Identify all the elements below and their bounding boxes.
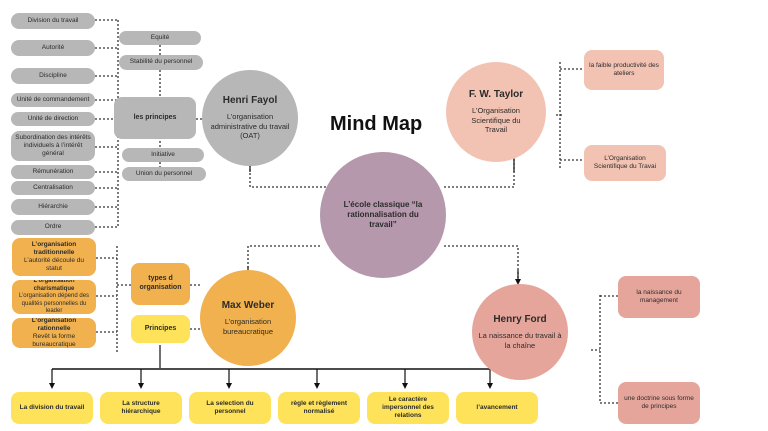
weber-principle-item: Le caractère impersonnel des relations	[367, 392, 449, 424]
fayol-desc: L’organisation administrative du travail…	[210, 112, 290, 141]
weber-name: Max Weber	[221, 300, 275, 312]
ford-item: une doctrine sous forme de principes	[618, 382, 700, 424]
weber-type-title: L’organisation charismatique	[33, 280, 75, 292]
weber-type-item: L’organisation rationnelle Revêt la form…	[12, 318, 96, 348]
fayol-principle-item: Autorité	[11, 40, 95, 56]
fayol-principle-item: Discipline	[11, 68, 95, 84]
fayol-principle-item: Stabilité du personnel	[119, 55, 203, 70]
weber-type-text: L’autorité découle du statut	[24, 257, 84, 273]
fayol-principle-item: Union du personnel	[122, 167, 206, 181]
weber-type-title: L’organisation rationnelle	[31, 318, 77, 332]
weber-type-text: L’organisation dépend des qualités perso…	[18, 293, 90, 314]
weber-principle-item: La division du travail	[11, 392, 93, 424]
fayol-principle-item: Equité	[119, 31, 201, 45]
weber-desc: L’organisation bureaucratique	[222, 317, 274, 336]
weber-principle-item: règle et règlement normalisé	[278, 392, 360, 424]
fayol-principle-item: Ordre	[11, 220, 95, 235]
weber-type-title: L’organisation traditionnelle	[31, 240, 77, 256]
fayol-node: Henri Fayol L’organisation administrativ…	[202, 70, 298, 166]
taylor-node: F. W. Taylor L’Organisation Scientifique…	[446, 62, 546, 162]
fayol-name: Henri Fayol	[222, 95, 278, 107]
mind-map-title: Mind Map	[330, 113, 423, 135]
weber-principle-item: l’avancement	[456, 392, 538, 424]
ford-desc: La naissance du travail à la chaîne	[478, 331, 562, 350]
fayol-principle-item: Unité de direction	[11, 112, 95, 126]
center-node: L’école classique “la rationnalisation d…	[320, 152, 446, 278]
center-text: L’école classique “la rationnalisation d…	[343, 200, 423, 229]
weber-type-item: L’organisation charismatique L’organisat…	[12, 280, 96, 314]
fayol-principle-item: Unité de commandement	[11, 93, 95, 107]
weber-types-label: types d organisation	[131, 263, 190, 305]
fayol-principle-item: Division du travail	[11, 13, 95, 29]
taylor-name: F. W. Taylor	[468, 89, 524, 101]
fayol-principle-item: Subordination des intérêts individuels à…	[11, 131, 95, 161]
weber-principle-item: La selection du personnel	[189, 392, 271, 424]
taylor-item: L’Organisation Scientifique du Travai	[584, 145, 666, 181]
fayol-principle-item: Hiérarchie	[11, 199, 95, 215]
ford-item: la naissance du management	[618, 276, 700, 318]
ford-name: Henry Ford	[493, 314, 547, 326]
weber-type-text: Revêt la forme bureaucratique	[32, 333, 76, 348]
taylor-desc: L’Organisation Scientifique du Travail	[471, 106, 521, 135]
fayol-principle-item: Initiative	[122, 148, 204, 162]
taylor-item: la faible productivité des ateliers	[584, 50, 664, 90]
fayol-principle-item: Rémunération	[11, 165, 95, 179]
fayol-principles-label: les principes	[114, 97, 196, 139]
weber-type-item: L’organisation traditionnelle L’autorité…	[12, 238, 96, 276]
weber-principle-item: La structure hiérarchique	[100, 392, 182, 424]
fayol-principle-item: Centralisation	[11, 181, 95, 195]
weber-principes-label: Principes	[131, 315, 190, 343]
ford-node: Henry Ford La naissance du travail à la …	[472, 284, 568, 380]
weber-node: Max Weber L’organisation bureaucratique	[200, 270, 296, 366]
